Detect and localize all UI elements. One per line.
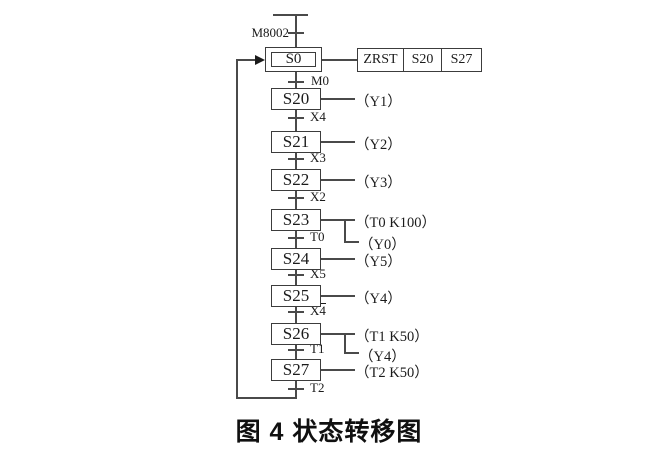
output-label-t0k100: （T0 K100） [355, 215, 436, 231]
state-label-s25: S25 [282, 286, 310, 305]
output-line-s23 [321, 219, 355, 221]
transition-tick-t2 [288, 388, 304, 390]
state-box-s21: S21 [271, 131, 321, 153]
output-label-y2: （Y2） [355, 137, 402, 153]
output-line-s25 [321, 295, 355, 297]
output-line-s23-y0 [344, 241, 359, 243]
output-line-s26 [321, 333, 355, 335]
state-label-s23: S23 [282, 210, 310, 229]
output-branch-s26 [344, 333, 346, 354]
state-box-s26: S26 [271, 323, 321, 345]
output-line-s24 [321, 258, 355, 260]
output-label-t1k50: （T1 K50） [355, 329, 429, 345]
power-rail-line [273, 14, 308, 16]
transition-tick-m0 [288, 81, 304, 83]
transition-tick-x5 [288, 274, 304, 276]
loop-left-line [236, 59, 238, 398]
transition-label-t0: T0 [310, 229, 325, 244]
state-label-s27: S27 [282, 360, 310, 379]
s0-zrst-connector [322, 59, 357, 61]
state-label-s20: S20 [282, 89, 310, 108]
output-line-s21 [321, 141, 355, 143]
loop-entry-line [236, 59, 257, 61]
transition-tick-x4 [288, 117, 304, 119]
state-box-s22: S22 [271, 169, 321, 191]
zrst-instruction-cell: ZRST [363, 52, 398, 67]
transition-label-t2: T2 [310, 380, 325, 395]
output-label-y1: （Y1） [355, 94, 402, 110]
transition-label-x3: X3 [310, 150, 326, 165]
output-branch-s23 [344, 219, 346, 243]
state-box-s25: S25 [271, 285, 321, 307]
power-pulse-label: M8002 [251, 25, 289, 40]
state-box-s23: S23 [271, 209, 321, 231]
transition-tick-x2 [288, 197, 304, 199]
state-label-s22: S22 [282, 170, 310, 189]
output-label-y4-2: （Y4） [359, 349, 406, 365]
state-label-s0: S0 [271, 51, 316, 67]
transition-tick-x3 [288, 158, 304, 160]
output-line-s20 [321, 98, 355, 100]
transition-tick-t0 [288, 237, 304, 239]
output-label-y4: （Y4） [355, 291, 402, 307]
output-line-s22 [321, 179, 355, 181]
state-box-s0: S0 [265, 47, 322, 72]
zrst-from-cell: S20 [403, 49, 441, 71]
transition-tick-not-x4 [288, 311, 304, 313]
loop-arrowhead-icon [255, 55, 265, 65]
output-label-t2k50: （T2 K50） [355, 365, 429, 381]
output-label-y3: （Y3） [355, 175, 402, 191]
transition-tick-m8002 [288, 32, 304, 34]
transition-label-x4: X4 [310, 109, 326, 124]
zrst-block: ZRST S20 S27 [357, 48, 482, 72]
main-spine-line [295, 14, 297, 398]
output-label-y5: （Y5） [355, 254, 402, 270]
output-label-y0: （Y0） [359, 237, 406, 253]
state-label-s21: S21 [282, 132, 310, 151]
state-box-s27: S27 [271, 359, 321, 381]
state-label-s26: S26 [282, 324, 310, 343]
state-box-s24: S24 [271, 248, 321, 270]
transition-tick-t1 [288, 349, 304, 351]
transition-label-x2: X2 [310, 189, 326, 204]
output-line-s26-y4 [344, 352, 359, 354]
loop-bottom-line [236, 397, 297, 399]
figure-caption: 图 4 状态转移图 [235, 418, 423, 446]
transition-label-m0: M0 [311, 73, 330, 88]
state-box-s20: S20 [271, 88, 321, 110]
zrst-to-cell: S27 [441, 49, 481, 71]
state-label-s24: S24 [282, 249, 310, 268]
output-line-s27 [321, 369, 355, 371]
